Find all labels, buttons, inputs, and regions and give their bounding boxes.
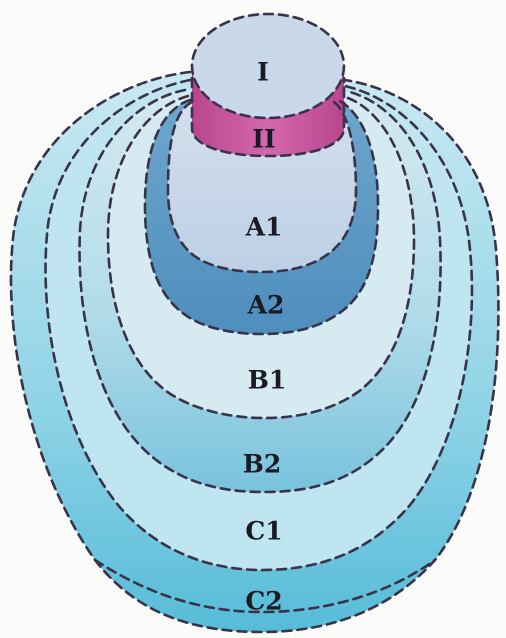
label-B2: B2 [243, 450, 282, 479]
label-A2: A2 [247, 291, 285, 320]
label-II: II [252, 125, 275, 154]
label-B1: B1 [248, 366, 287, 395]
label-I: I [257, 58, 269, 87]
label-C1: C1 [245, 517, 282, 546]
label-C2: C2 [245, 587, 282, 616]
label-A1: A1 [245, 213, 283, 242]
